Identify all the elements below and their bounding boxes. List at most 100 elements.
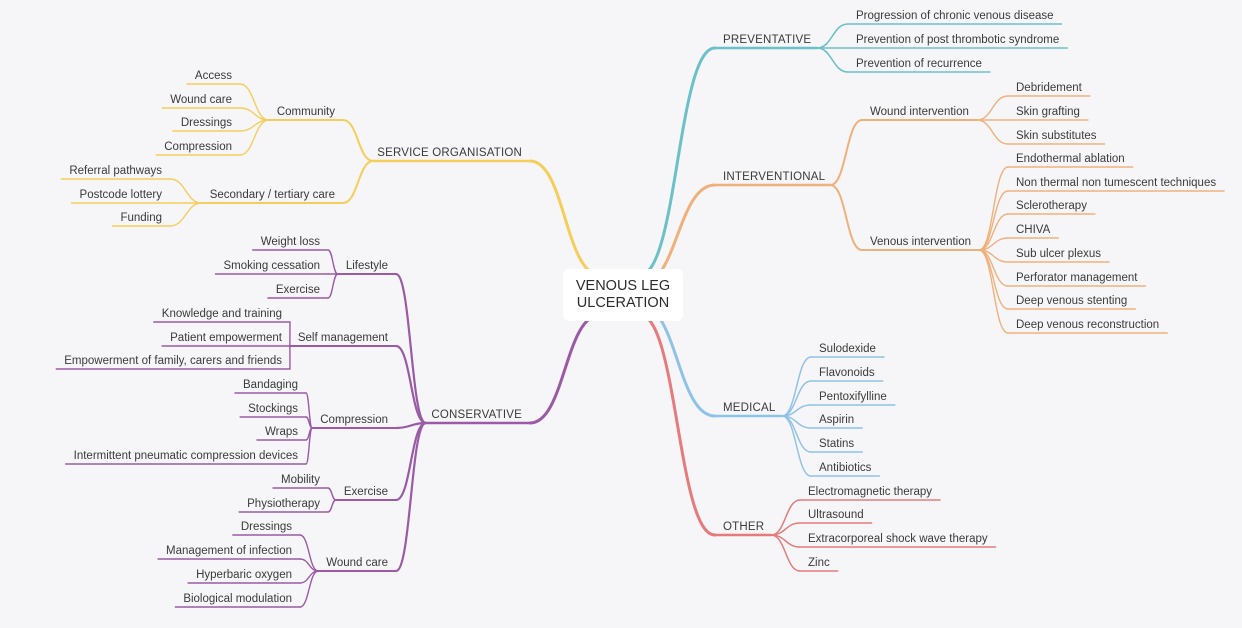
service-leaf-link-0-3 (239, 119, 270, 156)
branch-medical: MEDICAL (723, 402, 776, 414)
other-link-0 (770, 499, 801, 536)
interventional-group-link-0 (829, 119, 863, 186)
group-wound-care-conservative: Wound care (326, 557, 388, 569)
branch-conservative: CONSERVATIVE (431, 409, 522, 421)
conservative-leaf-link-4-3 (299, 570, 319, 608)
group-venous-intervention: Venous intervention (870, 236, 971, 248)
leaf-biological-modulation-c4: Biological modulation (183, 593, 292, 605)
leaf-knowledge-and-training-c1: Knowledge and training (162, 308, 282, 320)
leaf-pentoxifylline: Pentoxifylline (819, 391, 887, 403)
leaf-statins: Statins (819, 438, 854, 450)
leaf-weight-loss-c0: Weight loss (261, 236, 320, 248)
conservative-leaf-link-3-0 (327, 487, 337, 501)
leaf-sub-ulcer-plexus: Sub ulcer plexus (1016, 248, 1101, 260)
leaf-intermittent-pneumatic-compression-devices-c2: Intermittent pneumatic compression devic… (74, 450, 299, 462)
leaf-extracorporeal-shock-wave-therapy: Extracorporeal shock wave therapy (808, 533, 988, 545)
interventional-leaf-link-0-2 (976, 119, 1009, 145)
leaf-prevention-of-post-thrombotic-syndrome: Prevention of post thrombotic syndrome (856, 34, 1059, 46)
leaf-endothermal-ablation: Endothermal ablation (1016, 153, 1125, 165)
interventional-leaf-link-1-6 (978, 249, 1009, 310)
medical-link-0 (781, 356, 812, 417)
leaf-dressings-0: Dressings (181, 117, 232, 129)
leaf-physiotherapy-c3: Physiotherapy (247, 498, 320, 510)
leaf-perforator-management: Perforator management (1016, 272, 1138, 284)
group-self-management-conservative: Self management (298, 332, 389, 344)
leaf-funding-1: Funding (120, 212, 162, 224)
preventative-trunk (638, 46, 717, 277)
group-exercise-conservative: Exercise (344, 486, 388, 498)
leaf-wraps-c2: Wraps (265, 426, 298, 438)
leaf-mobility-c3: Mobility (281, 474, 320, 486)
conservative-leaf-link-4-0 (299, 534, 319, 572)
leaf-patient-empowerment-c1: Patient empowerment (170, 332, 283, 344)
leaf-flavonoids: Flavonoids (819, 367, 875, 379)
interventional-leaf-link-1-7 (978, 249, 1009, 334)
conservative-group-link-1 (394, 344, 427, 425)
conservative-leaf-link-2-3 (305, 427, 313, 465)
leaf-postcode-lottery-1: Postcode lottery (80, 189, 163, 201)
interventional-group-link-1 (829, 184, 863, 251)
leaf-debridement: Debridement (1016, 82, 1083, 94)
leaf-access-0: Access (195, 70, 232, 82)
leaf-referral-pathways-1: Referral pathways (69, 165, 162, 177)
center-node-line-1: VENOUS LEG (575, 278, 671, 294)
service-leaf-link-1-2 (169, 202, 203, 227)
interventional-leaf-link-1-0 (978, 166, 1009, 251)
interventional-leaf-link-1-1 (978, 190, 1009, 251)
leaf-hyperbaric-oxygen-c4: Hyperbaric oxygen (196, 569, 292, 581)
service-group-link-0 (342, 119, 375, 162)
leaf-skin-substitutes: Skin substitutes (1016, 130, 1097, 142)
other-trunk (638, 313, 717, 537)
branch-preventative: PREVENTATIVE (723, 34, 811, 46)
leaf-prevention-of-recurrence: Prevention of recurrence (856, 58, 982, 70)
leaf-non-thermal-non-tumescent-techniques: Non thermal non tumescent techniques (1016, 177, 1216, 189)
service-group-link-1 (342, 160, 375, 204)
conservative-group-link-0 (394, 272, 427, 425)
conservative-leaf-link-3-1 (327, 499, 337, 513)
conservative-trunk (528, 313, 602, 425)
group-lifestyle-conservative: Lifestyle (346, 260, 388, 272)
center-node: VENOUS LEG ULCERATION (563, 269, 683, 321)
branch-service-organisation: SERVICE ORGANISATION (377, 147, 522, 159)
medical-link-5 (781, 415, 812, 477)
other-link-3 (770, 534, 801, 572)
branch-other: OTHER (723, 521, 764, 533)
leaf-dressings-c4: Dressings (241, 521, 292, 533)
leaf-wound-care-0: Wound care (170, 94, 232, 106)
leaf-sclerotherapy: Sclerotherapy (1016, 200, 1087, 212)
leaf-empowerment-of-family-carers-and-friends-c1: Empowerment of family, carers and friend… (64, 355, 282, 367)
leaf-management-of-infection-c4: Management of infection (166, 545, 292, 557)
leaf-compression-0: Compression (164, 141, 232, 153)
leaf-ultrasound: Ultrasound (808, 509, 864, 521)
group-secondary-tertiary-care: Secondary / tertiary care (210, 189, 335, 201)
group-community: Community (277, 106, 335, 118)
leaf-smoking-cessation-c0: Smoking cessation (223, 260, 320, 272)
leaf-skin-grafting: Skin grafting (1016, 106, 1080, 118)
service-leaf-link-0-0 (239, 83, 270, 121)
interventional-leaf-link-0-0 (976, 95, 1009, 121)
leaf-aspirin: Aspirin (819, 414, 854, 426)
preventative-link-0 (816, 23, 849, 49)
leaf-sulodexide: Sulodexide (819, 343, 876, 355)
leaf-bandaging-c2: Bandaging (243, 379, 298, 391)
leaf-deep-venous-stenting: Deep venous stenting (1016, 295, 1127, 307)
leaf-chiva: CHIVA (1016, 224, 1051, 236)
group-compression-conservative: Compression (320, 414, 388, 426)
leaf-deep-venous-reconstruction: Deep venous reconstruction (1016, 319, 1159, 331)
service-trunk (528, 159, 602, 277)
conservative-leaf-link-0-2 (327, 273, 339, 299)
center-node-line-2: ULCERATION (576, 295, 670, 311)
service-leaf-link-1-0 (169, 178, 203, 204)
leaf-zinc: Zinc (808, 557, 830, 569)
branch-interventional: INTERVENTIONAL (723, 171, 826, 183)
leaf-exercise-c0: Exercise (276, 284, 320, 296)
group-wound-intervention: Wound intervention (870, 106, 969, 118)
conservative-group-link-4 (394, 421, 427, 573)
conservative-leaf-link-0-0 (327, 249, 339, 275)
leaf-progression-of-chronic-venous-disease: Progression of chronic venous disease (856, 10, 1054, 22)
leaf-antibiotics: Antibiotics (819, 462, 872, 474)
preventative-link-2 (816, 47, 849, 73)
leaf-stockings-c2: Stockings (248, 403, 298, 415)
leaf-electromagnetic-therapy: Electromagnetic therapy (808, 486, 932, 498)
